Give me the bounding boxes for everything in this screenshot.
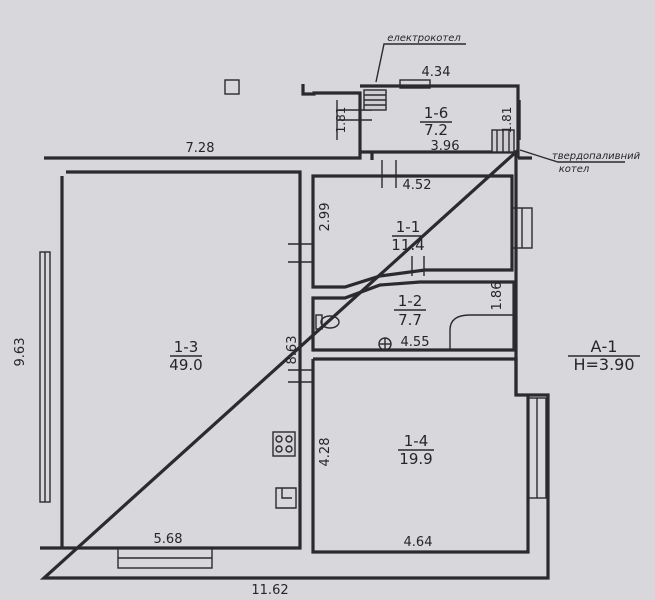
room-id: 1-4: [404, 432, 429, 450]
toilet-icon: [315, 314, 340, 330]
room-1-2-label: 1-2 7.7: [394, 292, 426, 329]
room-area: 49.0: [169, 356, 202, 374]
dim-annex-inner: 3.96: [431, 139, 460, 154]
annex-dimension-lines: [336, 100, 521, 140]
room-id: 1-2: [398, 292, 423, 310]
room-area: 7.2: [424, 121, 448, 139]
dim-annex-left: 1.81: [334, 107, 348, 134]
chimney-icon: [224, 79, 240, 95]
room-area: 19.9: [399, 450, 432, 468]
stove-icon: [272, 431, 296, 457]
stamp-code: А-1: [591, 337, 618, 356]
room-area: 7.7: [398, 311, 422, 329]
annex-inner: [370, 152, 532, 160]
room-1-1-label: 1-1 11.4: [391, 218, 424, 254]
callout-leader: [375, 43, 466, 83]
dim-annex-top: 4.34: [422, 65, 451, 80]
dim-room-1-1-height: 2.99: [318, 203, 333, 232]
room-1-1-wall: [311, 174, 514, 289]
room-1-4-label: 1-4 19.9: [398, 432, 434, 468]
stamp-height: Н=3.90: [573, 355, 634, 374]
sink-icon: [378, 337, 392, 351]
annex-wall: [301, 84, 520, 158]
callout-solid-fuel-boiler: твердопаливний: [552, 151, 641, 162]
dim-top-left: 7.28: [186, 141, 215, 156]
electric-boiler-icon: [363, 89, 387, 111]
dim-left-wall: 9.63: [13, 338, 28, 367]
room-id: 1-6: [424, 104, 449, 122]
chair-icon: [275, 487, 297, 509]
building-stamp: А-1 Н=3.90: [568, 337, 640, 374]
dim-total-bottom: 11.62: [251, 583, 288, 598]
window-bottom: [117, 547, 213, 569]
window-right-1-1: [511, 207, 533, 249]
room-id: 1-3: [174, 338, 199, 356]
room-id: 1-1: [396, 218, 421, 236]
dim-room-1-4-height: 4.28: [318, 438, 333, 467]
dim-room-1-2-height: 1.86: [490, 282, 505, 311]
outer-wall: [39, 148, 550, 580]
dim-room-1-1-top: 4.52: [403, 178, 432, 193]
window-annex-top: [399, 79, 431, 89]
room-1-2-wall: [311, 280, 516, 352]
bathtub-icon: [449, 314, 514, 350]
dim-annex-right: 1.81: [500, 107, 514, 134]
dim-room-1-4-bottom: 4.64: [404, 535, 433, 550]
callout-solid-fuel-boiler: котел: [559, 164, 590, 175]
solid-fuel-boiler-icon: [491, 129, 515, 153]
callout-electric-boiler: електрокотел: [387, 33, 461, 44]
window-right-1-4: [527, 397, 547, 499]
dim-partition: 8.63: [285, 336, 300, 365]
room-area: 11.4: [391, 236, 424, 254]
door-marks: [288, 109, 425, 383]
room-1-3-label: 1-3 49.0: [169, 338, 202, 374]
room-1-6-label: 1-6 7.2: [420, 104, 452, 139]
window-left: [39, 251, 51, 503]
callout-leader: [519, 149, 625, 163]
dim-room-1-3-bottom: 5.68: [154, 532, 183, 547]
dim-room-1-2-width: 4.55: [401, 335, 430, 350]
